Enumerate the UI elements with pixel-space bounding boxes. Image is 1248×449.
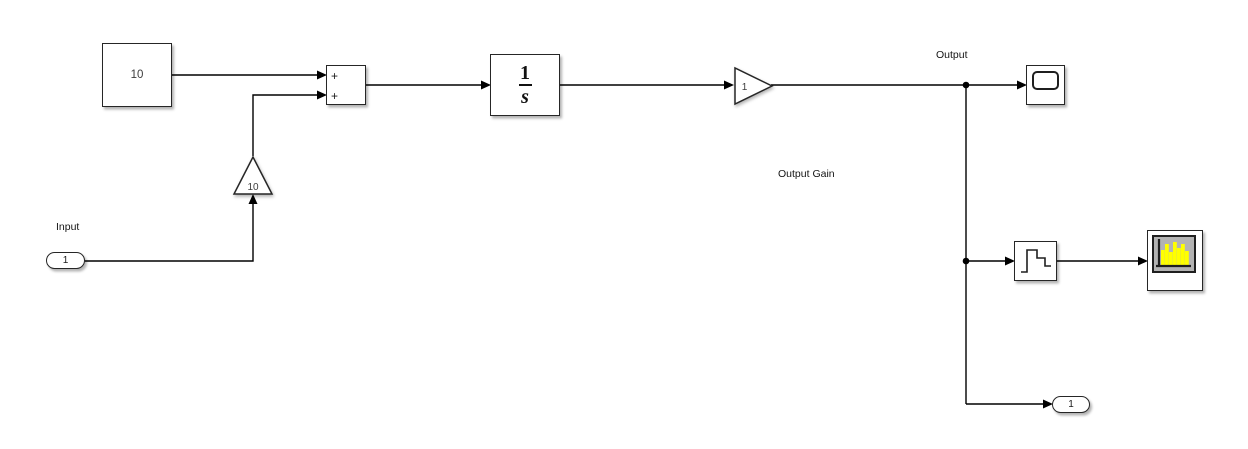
integrator-denominator: s [521,85,529,108]
wire-inport-to-input-gain[interactable] [85,194,258,262]
wire-input-gain-to-sum[interactable] [252,90,327,157]
integrator-block[interactable]: 1 s [490,54,560,116]
yellow-histogram-icon [1156,239,1191,268]
wire-branch-to-zero-order-hold[interactable] [966,256,1015,266]
wire-zoh-to-spectrum-analyzer[interactable] [1057,256,1148,266]
input-gain-block[interactable]: 10 [232,155,274,196]
spectrum-analyzer-block[interactable] [1147,230,1203,291]
integrator-numerator: 1 [520,61,530,84]
sum-block[interactable]: + + [326,65,366,105]
integrator-fraction-icon: 1 s [518,61,532,108]
output-signal-label: Output [936,49,968,61]
inport-number: 1 [62,255,69,266]
fraction-bar [518,83,532,86]
constant-value: 10 [130,69,144,81]
output-gain-value: 1 [742,82,748,93]
inport-name-label: Input [56,221,80,233]
wire-sum-to-integrator[interactable] [366,80,491,90]
output-gain-block[interactable]: 1 [733,66,774,106]
wire-output-gain-to-scope[interactable] [771,80,1027,90]
scope-block[interactable] [1026,65,1065,105]
constant-block[interactable]: 10 [102,43,172,107]
staircase-signal-icon [1020,248,1051,273]
wire-integrator-to-output-gain[interactable] [560,80,734,90]
outport-block[interactable]: 1 [1052,396,1090,413]
wire-branch-vertical[interactable] [962,85,970,404]
zero-order-hold-block[interactable] [1014,241,1057,281]
outport-number: 1 [1068,399,1074,410]
spectrum-screen [1152,235,1196,273]
output-gain-name-label: Output Gain [778,168,835,180]
sum-plus-sign-bottom: + [331,89,339,103]
wire-branch-to-outport[interactable] [966,399,1053,409]
sum-plus-sign-top: + [331,69,339,83]
wire-constant-to-sum[interactable] [172,70,327,80]
gain-triangle-up-icon [232,155,274,195]
gain-triangle-right-icon [734,66,774,106]
inport-block[interactable]: 1 [46,252,85,269]
input-gain-value: 10 [247,182,259,193]
scope-screen-icon [1032,71,1059,90]
